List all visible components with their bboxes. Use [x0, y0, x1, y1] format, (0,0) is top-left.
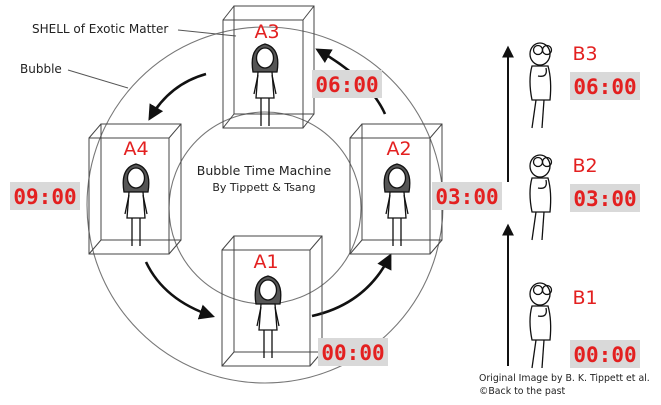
- clock-display-b1: [570, 340, 640, 368]
- observer-figure-b2: [529, 154, 553, 241]
- observer-figure-b1: [529, 282, 553, 369]
- clock-text-a3: 06:00: [315, 73, 378, 97]
- bubble-leader-line: [67, 69, 129, 89]
- clock-display-b2: [570, 184, 640, 212]
- diagram-subtitle: By Tippett & Tsang: [212, 181, 315, 194]
- shell-leader-line: [177, 29, 237, 37]
- clock-text-a1: 00:00: [321, 341, 384, 365]
- bubble-label: Bubble: [20, 62, 62, 76]
- observer-figure-b3: [529, 42, 553, 129]
- clock-text-b3: 06:00: [573, 75, 636, 99]
- image-credit: Original Image by B. K. Tippett et al. ©…: [479, 372, 659, 398]
- inner-bubble-circle: [168, 111, 362, 305]
- label-b1: B1: [572, 287, 597, 309]
- label-b3: B3: [572, 43, 597, 65]
- person-figure: [251, 43, 279, 126]
- person-figure: [254, 275, 282, 358]
- clock-display-b3: [570, 72, 640, 100]
- shell-label: SHELL of Exotic Matter: [32, 22, 168, 36]
- clock-text-a4: 09:00: [13, 185, 76, 209]
- arrow-a1-to-a2: [311, 253, 392, 318]
- arrow-a3-to-a4: [148, 72, 207, 121]
- clock-display-a1: [318, 338, 388, 366]
- clock-display-a3: [312, 70, 382, 98]
- label-a1: A1: [253, 251, 278, 273]
- label-a2: A2: [386, 138, 411, 160]
- clock-text-a2: 03:00: [435, 185, 498, 209]
- glass-box: [221, 235, 323, 367]
- glass-box: [222, 5, 315, 129]
- label-a4: A4: [123, 138, 148, 160]
- diagram-title: Bubble Time Machine: [197, 163, 332, 178]
- person-figure: [122, 163, 150, 246]
- clock-display-a4: [10, 182, 80, 210]
- glass-box: [88, 123, 182, 255]
- clock-text-b1: 00:00: [573, 343, 636, 367]
- label-b2: B2: [572, 155, 597, 177]
- credit-line-2: ©Back to the past: [479, 386, 566, 397]
- traveler-box-a1: [221, 235, 323, 367]
- arrow-a4-to-a1: [144, 261, 215, 320]
- label-a3: A3: [254, 21, 279, 43]
- person-figure: [383, 163, 411, 246]
- clock-text-b2: 03:00: [573, 187, 636, 211]
- credit-line-1: Original Image by B. K. Tippett et al.: [479, 373, 650, 384]
- traveler-box-a3: [222, 5, 315, 129]
- traveler-box-a4: [88, 123, 182, 255]
- clock-display-a2: [432, 182, 502, 210]
